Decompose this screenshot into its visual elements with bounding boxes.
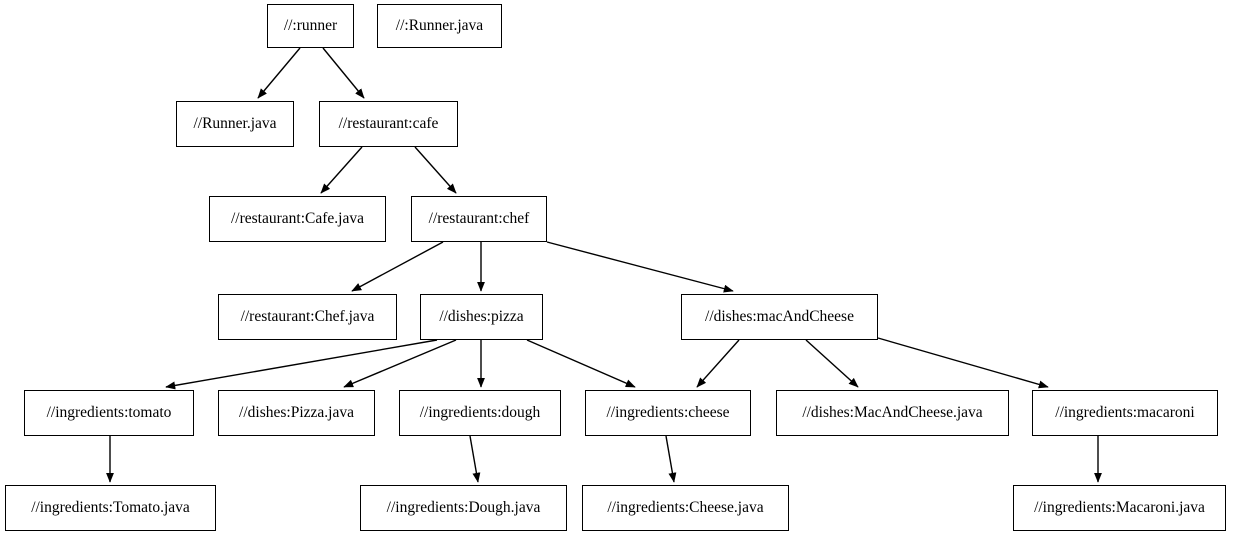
- graph-node-label: //dishes:pizza: [439, 308, 524, 326]
- graph-node-label: //restaurant:Cafe.java: [231, 210, 364, 228]
- graph-node-pizza_java[interactable]: //dishes:Pizza.java: [218, 390, 375, 436]
- graph-node-label: //ingredients:macaroni: [1055, 404, 1195, 422]
- graph-node-dough_java[interactable]: //ingredients:Dough.java: [360, 485, 567, 531]
- graph-node-runner[interactable]: //:runner: [267, 4, 354, 48]
- graph-node-label: //ingredients:Cheese.java: [607, 499, 764, 517]
- graph-node-label: //dishes:MacAndCheese.java: [802, 404, 983, 422]
- graph-node-tomato_java[interactable]: //ingredients:Tomato.java: [5, 485, 216, 531]
- graph-node-ing_dough[interactable]: //ingredients:dough: [399, 390, 561, 436]
- graph-node-chef_java[interactable]: //restaurant:Chef.java: [218, 294, 397, 340]
- graph-node-label: //restaurant:chef: [428, 210, 530, 228]
- graph-node-cheese_java[interactable]: //ingredients:Cheese.java: [582, 485, 789, 531]
- graph-node-mac_java[interactable]: //dishes:MacAndCheese.java: [776, 390, 1009, 436]
- graph-node-label: //dishes:Pizza.java: [239, 404, 354, 422]
- graph-node-ing_macaroni[interactable]: //ingredients:macaroni: [1032, 390, 1218, 436]
- graph-node-label: //restaurant:cafe: [338, 115, 439, 133]
- graph-node-dishes_mac[interactable]: //dishes:macAndCheese: [681, 294, 878, 340]
- graph-node-macaroni_java[interactable]: //ingredients:Macaroni.java: [1013, 485, 1226, 531]
- graph-node-dishes_pizza[interactable]: //dishes:pizza: [420, 294, 543, 340]
- graph-node-ing_tomato[interactable]: //ingredients:tomato: [24, 390, 194, 436]
- graph-node-restaurant_cafe[interactable]: //restaurant:cafe: [319, 101, 458, 147]
- graph-node-label: //ingredients:cheese: [606, 404, 730, 422]
- graph-node-label: //Runner.java: [193, 115, 277, 133]
- graph-node-label: //ingredients:Tomato.java: [31, 499, 190, 517]
- graph-node-ing_cheese[interactable]: //ingredients:cheese: [585, 390, 751, 436]
- graph-node-label: //ingredients:tomato: [46, 404, 172, 422]
- graph-node-restaurant_chef[interactable]: //restaurant:chef: [411, 196, 547, 242]
- graph-node-label: //ingredients:dough: [419, 404, 541, 422]
- graph-node-label: //ingredients:Dough.java: [386, 499, 541, 517]
- graph-node-runner_java_root[interactable]: //:Runner.java: [377, 4, 502, 48]
- graph-node-label: //:Runner.java: [395, 17, 484, 35]
- graph-node-label: //restaurant:Chef.java: [240, 308, 375, 326]
- graph-node-runner_java[interactable]: //Runner.java: [176, 101, 294, 147]
- graph-node-label: //dishes:macAndCheese: [705, 308, 854, 326]
- graph-node-cafe_java[interactable]: //restaurant:Cafe.java: [209, 196, 386, 242]
- graph-node-label: //:runner: [283, 17, 338, 35]
- graph-node-label: //ingredients:Macaroni.java: [1034, 499, 1205, 517]
